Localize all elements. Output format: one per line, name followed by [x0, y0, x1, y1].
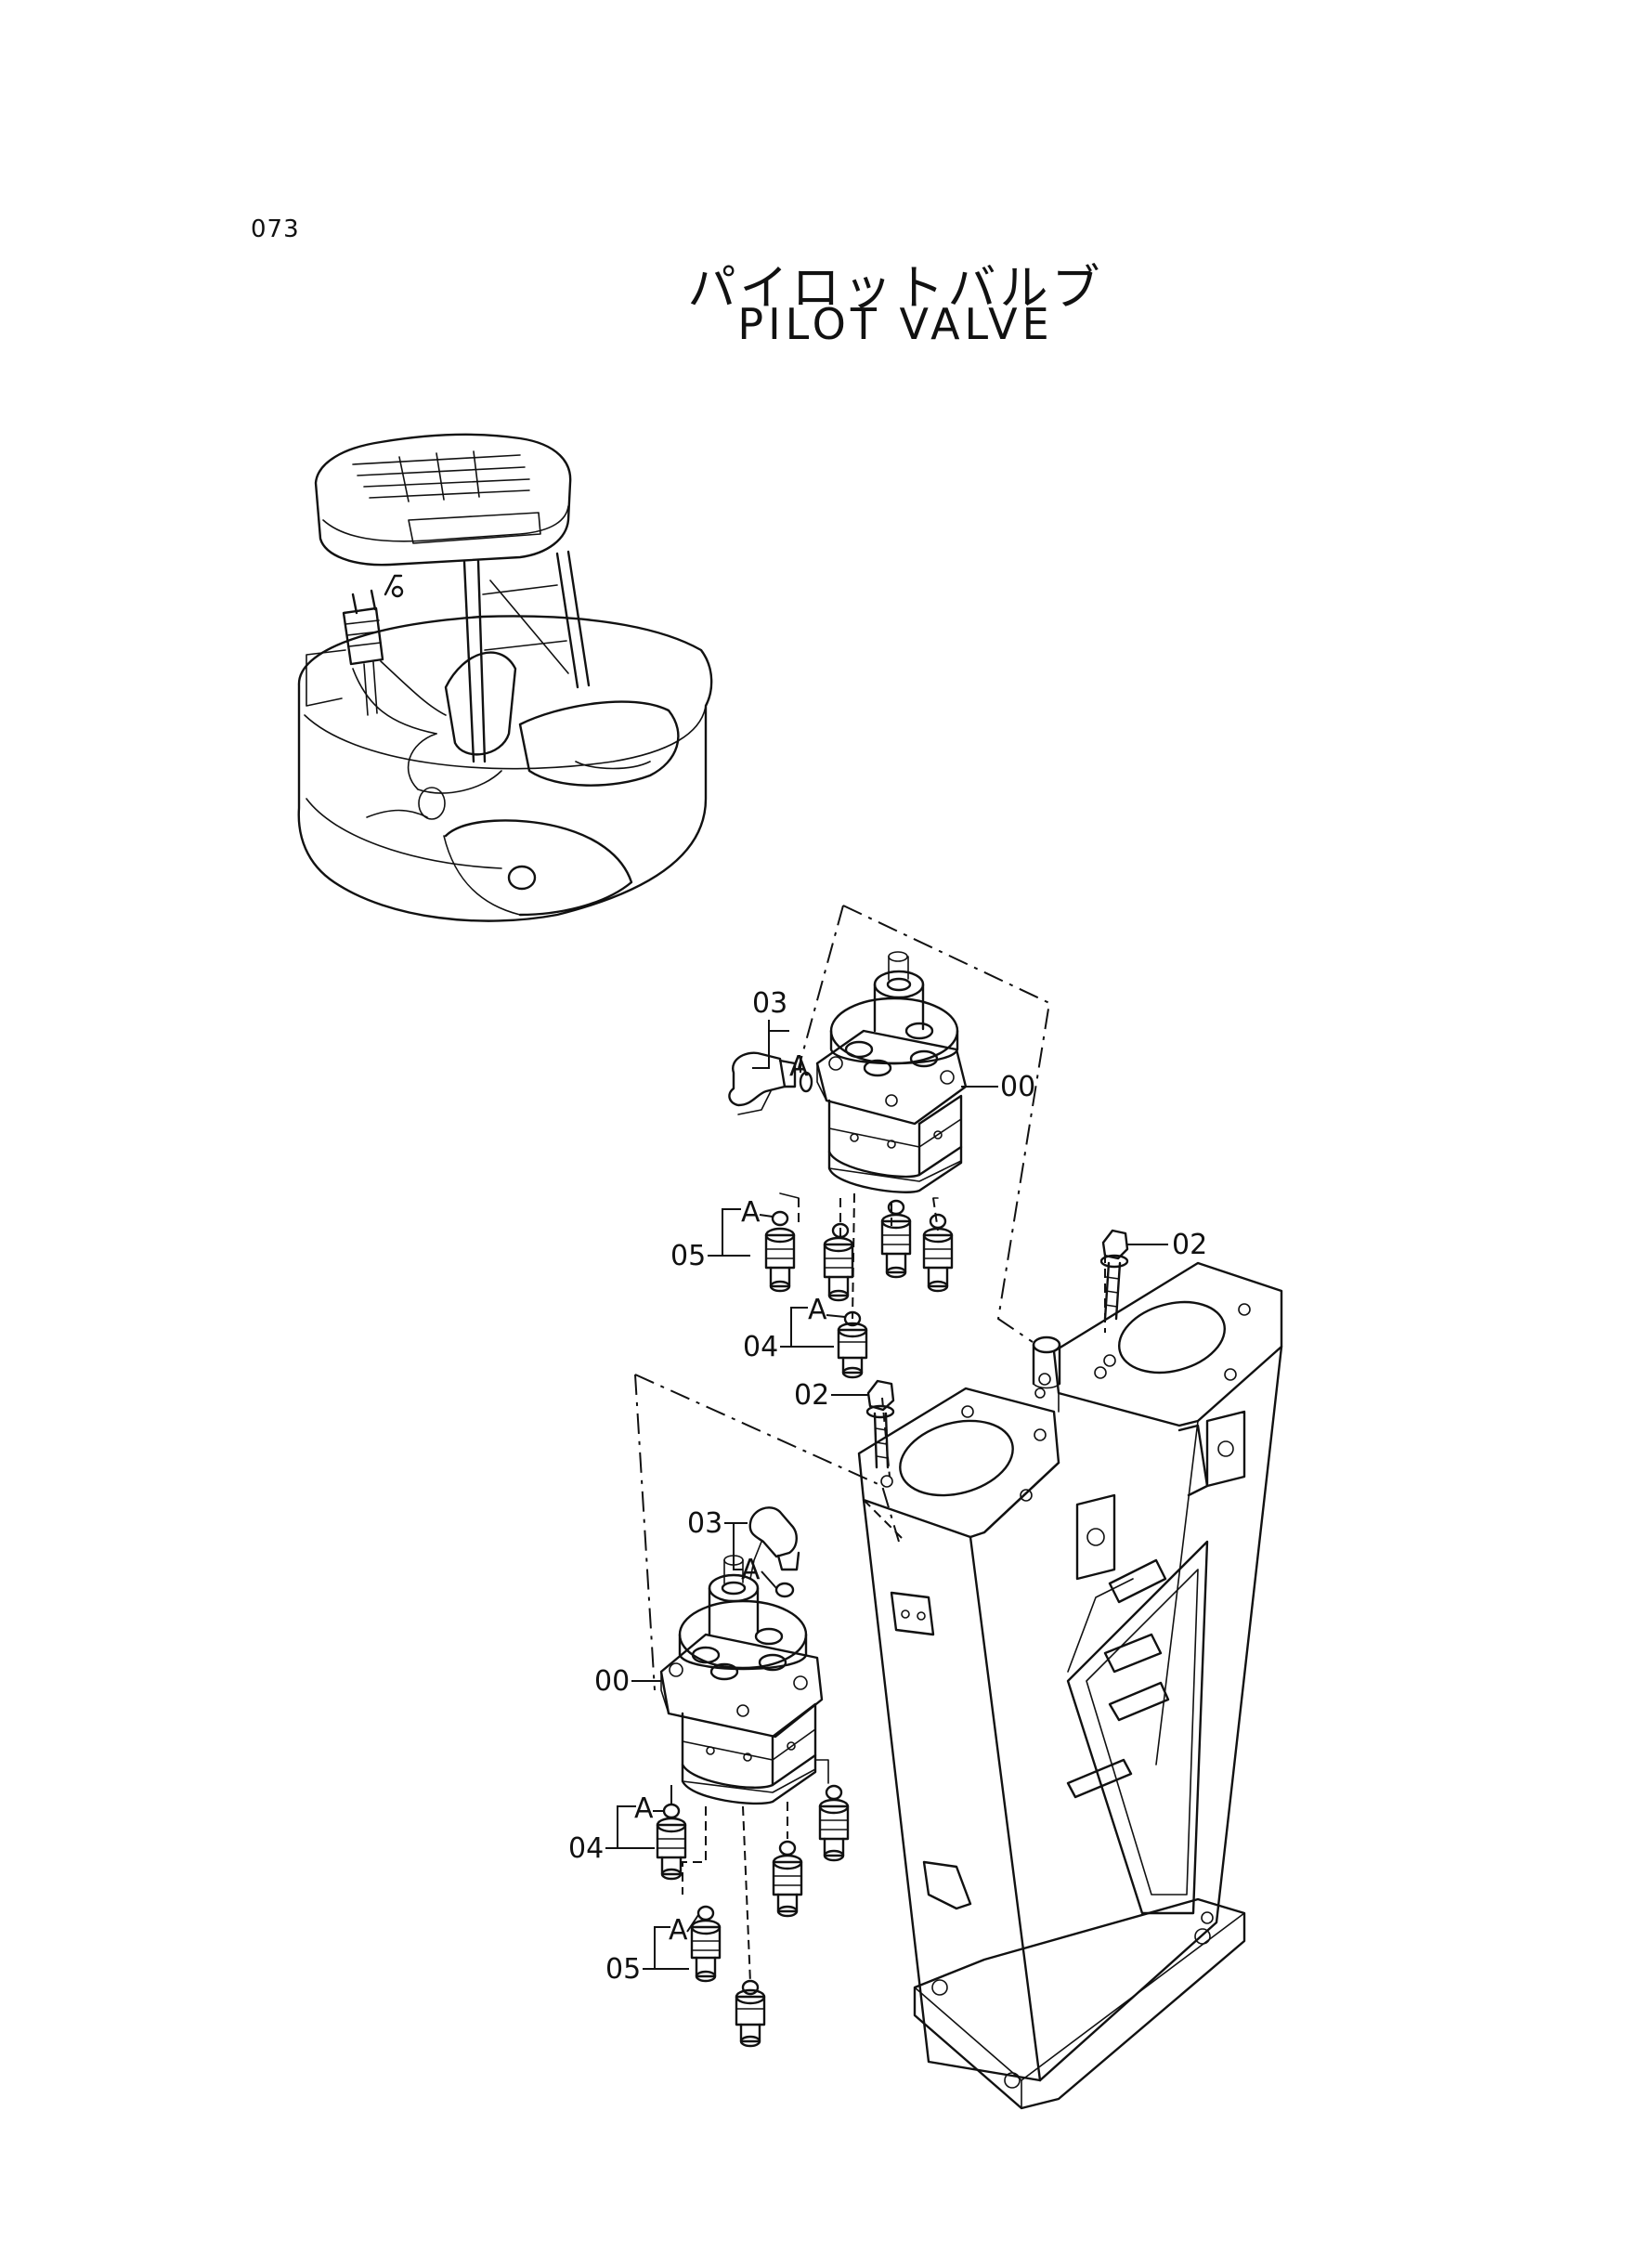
fitting-05-lower: [690, 1919, 722, 1983]
callout-04-lower: 04: [568, 1832, 604, 1865]
callout-02-upper: 02: [1172, 1229, 1207, 1261]
fitting-05-upper: [764, 1227, 796, 1293]
bolt-02-upper: [1099, 1229, 1129, 1321]
upper-pilot-valve: [728, 951, 968, 1379]
fitting-04-lower: [656, 1817, 687, 1881]
callout-02-lower: 02: [794, 1379, 829, 1412]
fitting-lower-2: [772, 1854, 803, 1918]
callout-a-lower-03: A: [741, 1554, 761, 1586]
title-english: PILOT VALVE: [737, 299, 1054, 349]
callout-00-lower: 00: [594, 1665, 630, 1698]
fitting-upper-4: [922, 1227, 954, 1293]
callout-05-lower: 05: [605, 1953, 641, 1986]
callout-05-upper: 05: [670, 1240, 706, 1272]
callout-a-upper-05: A: [741, 1196, 761, 1229]
callouts: 03 A 00 05 A 04 A 02 02 03: [568, 987, 1207, 1986]
console-stand: [634, 905, 1283, 2110]
callout-a-upper-03: A: [789, 1050, 809, 1083]
callout-a-lower-05: A: [669, 1914, 688, 1947]
lower-pilot-valve: [656, 1506, 850, 2048]
bolt-02-lower: [865, 1379, 895, 1469]
title-japanese: パイロットバルブ: [687, 261, 1104, 317]
callout-04-upper: 04: [743, 1331, 778, 1363]
callout-00-upper: 00: [1000, 1071, 1035, 1103]
machine-overview-illustration: [297, 433, 713, 922]
fitting-04-upper: [837, 1322, 868, 1379]
fitting-lower-3: [818, 1798, 850, 1862]
page-number: 073: [251, 215, 300, 243]
fitting-lower-5: [735, 1988, 766, 2048]
fitting-upper-2: [823, 1236, 854, 1302]
callout-03-lower: 03: [687, 1507, 722, 1540]
callout-a-lower-04: A: [634, 1792, 654, 1825]
fitting-upper-3: [880, 1213, 912, 1279]
callout-a-upper-04: A: [808, 1294, 827, 1326]
callout-03-upper: 03: [752, 987, 787, 1020]
